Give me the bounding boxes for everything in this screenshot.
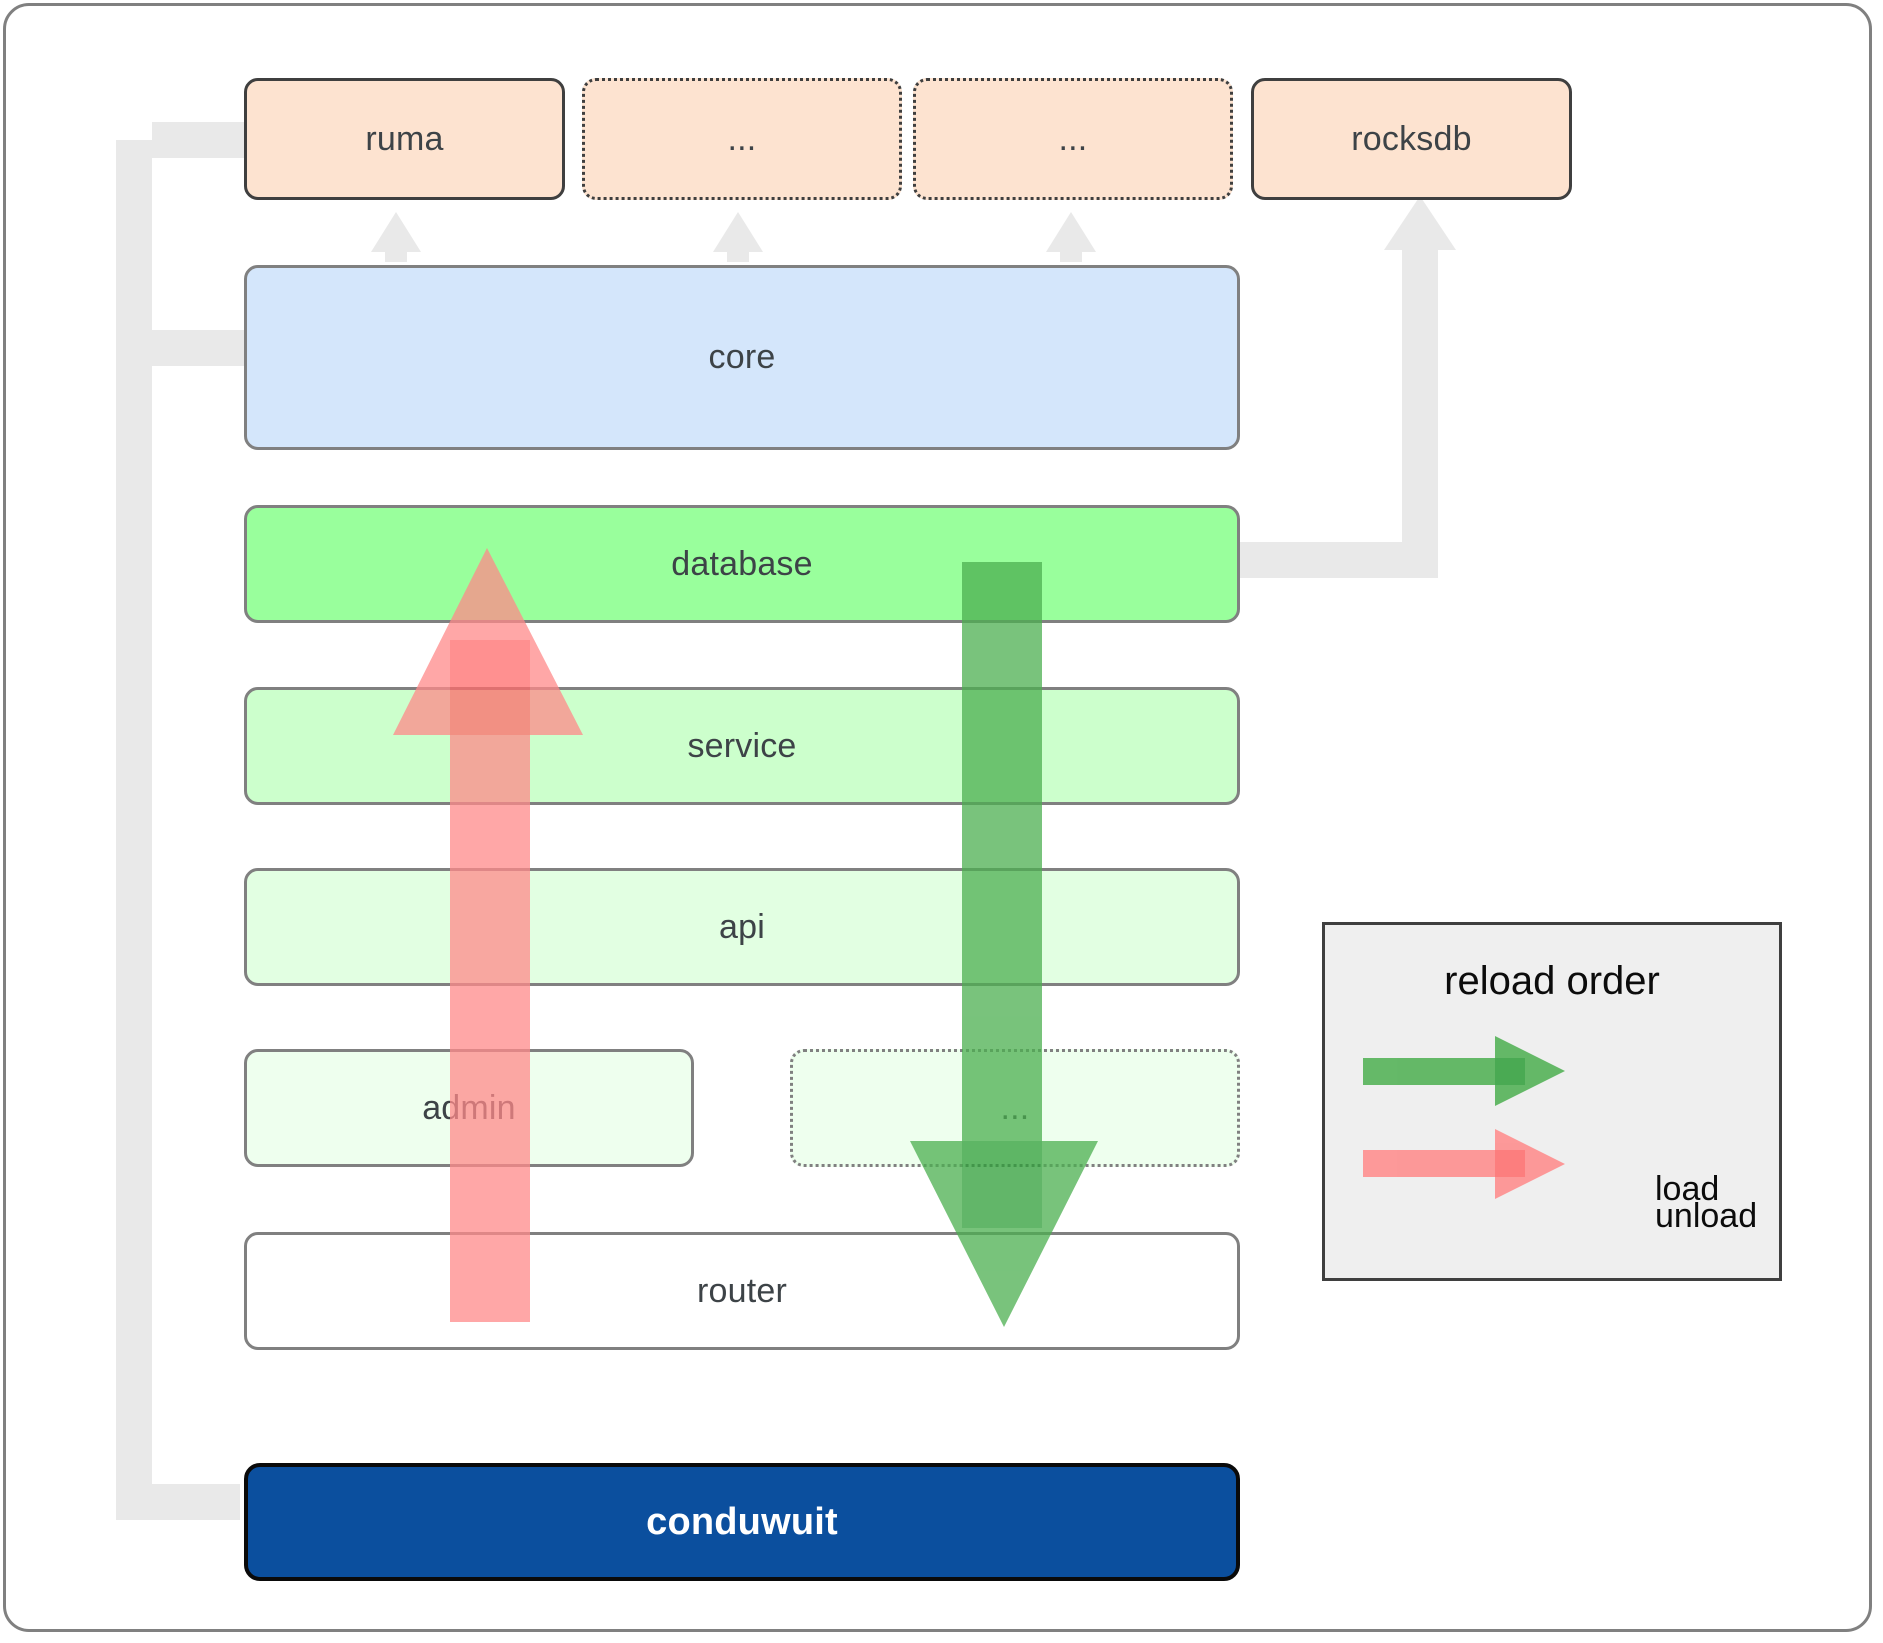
crate-rocksdb-label: rocksdb xyxy=(1351,119,1472,158)
crate-ellipsis-1-label: ... xyxy=(727,119,757,158)
layer-api[interactable]: api xyxy=(244,868,1240,986)
legend-label-unload: unload xyxy=(1655,1197,1758,1235)
layer-api-label: api xyxy=(719,907,765,946)
legend-label-load: load xyxy=(1655,1170,1720,1208)
layer-admin[interactable]: admin xyxy=(244,1049,694,1167)
crate-ellipsis-2[interactable]: ... xyxy=(913,78,1233,200)
layer-router-label: router xyxy=(696,1271,788,1310)
layer-database-label: database xyxy=(671,544,813,583)
layer-router[interactable]: router xyxy=(244,1232,1240,1350)
layer-admin-label: admin xyxy=(422,1088,516,1127)
crate-ellipsis-1[interactable]: ... xyxy=(582,78,902,200)
legend-unload-arrow xyxy=(1363,1129,1565,1199)
legend: reload order load unload xyxy=(1322,922,1782,1281)
layer-more-label: ... xyxy=(1000,1088,1030,1127)
crate-rocksdb[interactable]: rocksdb xyxy=(1251,78,1572,200)
layer-core[interactable]: core xyxy=(244,265,1240,450)
legend-title: reload order xyxy=(1444,959,1660,1003)
legend-load-arrow xyxy=(1363,1036,1565,1106)
layer-service-label: service xyxy=(687,726,797,765)
diagram-frame xyxy=(3,3,1872,1632)
crate-ellipsis-2-label: ... xyxy=(1058,119,1088,158)
layer-service[interactable]: service xyxy=(244,687,1240,805)
node-conduwuit[interactable]: conduwuit xyxy=(244,1463,1240,1581)
node-conduwuit-label: conduwuit xyxy=(646,1500,838,1543)
layer-core-label: core xyxy=(708,338,776,376)
layer-database[interactable]: database xyxy=(244,505,1240,623)
crate-ruma-label: ruma xyxy=(365,119,444,158)
crate-ruma[interactable]: ruma xyxy=(244,78,565,200)
layer-more[interactable]: ... xyxy=(790,1049,1240,1167)
